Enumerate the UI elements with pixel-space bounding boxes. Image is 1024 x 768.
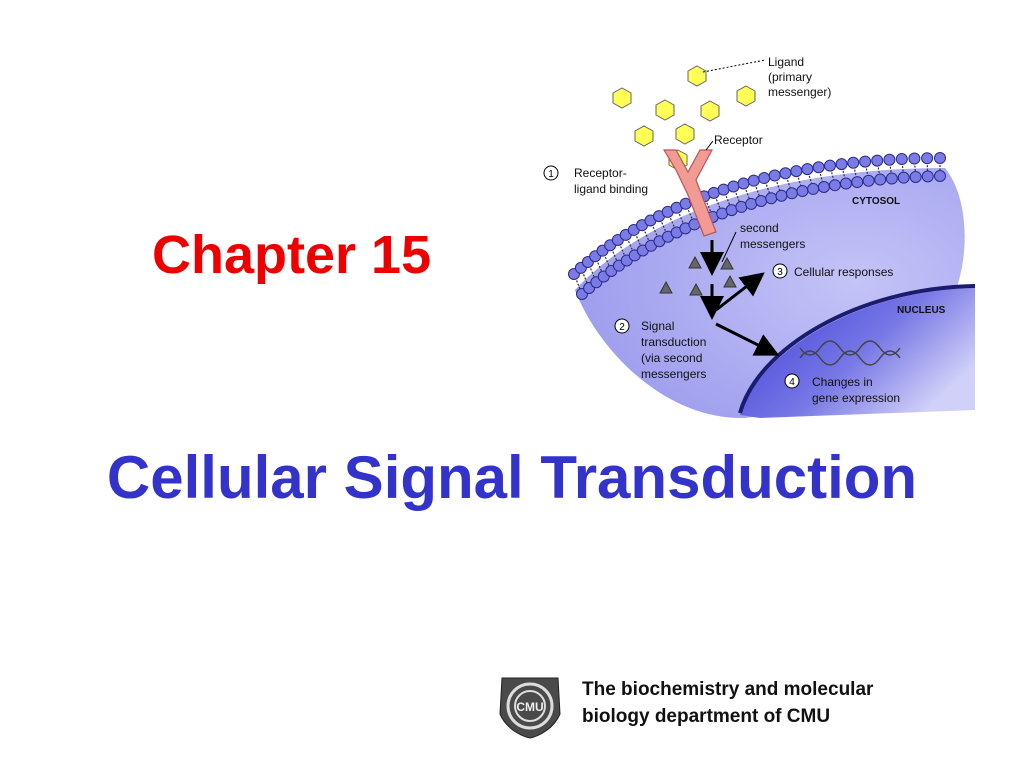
nuclear-envelope	[738, 284, 976, 414]
lipid-head	[885, 172, 898, 185]
svg-text:4: 4	[789, 377, 795, 388]
ligand-label: Ligand (primary messenger)	[768, 55, 831, 99]
lipid-head	[862, 174, 875, 187]
department-text: The biochemistry and molecular biology d…	[582, 676, 962, 730]
lipid-head	[828, 179, 841, 192]
step-3: 3 Cellular responses	[772, 263, 893, 279]
lipid-head	[909, 170, 922, 183]
ligand-group	[612, 65, 756, 171]
lipid-head	[908, 152, 921, 165]
signal-transduction-diagram: Ligand (primary messenger) Receptor CYTO…	[543, 55, 976, 419]
lipid-head	[897, 171, 910, 184]
lipid-head	[807, 182, 820, 195]
lipid-head	[859, 155, 872, 168]
lipid-head	[934, 152, 946, 164]
cytosol-label: CYTOSOL	[852, 196, 900, 207]
nucleus-label: NUCLEUS	[897, 305, 946, 316]
lipid-head	[921, 170, 934, 183]
lipid-head	[847, 156, 860, 169]
lipid-head	[817, 180, 830, 193]
second-messengers-label: second messengers	[740, 221, 805, 251]
svg-text:1: 1	[548, 169, 554, 180]
svg-text:Signal transduction: Signal transduction (via second messenge…	[641, 319, 710, 381]
arrow-4	[715, 322, 780, 356]
lipid-head	[934, 170, 946, 182]
svg-text:2: 2	[619, 322, 625, 333]
chapter-heading: Chapter 15	[152, 225, 432, 285]
receptor-icon	[662, 149, 717, 237]
lipid-head	[758, 172, 771, 185]
lipid-head	[883, 153, 896, 166]
lipid-head	[796, 185, 809, 198]
svg-text:3: 3	[777, 267, 783, 278]
nucleus-region	[740, 288, 975, 418]
lipid-head	[745, 197, 758, 210]
lipid-head	[801, 163, 814, 176]
lipid-head	[785, 187, 798, 200]
lipid-head	[775, 189, 788, 202]
lipid-head	[871, 154, 884, 167]
arrow-3	[715, 272, 765, 312]
second-messenger-group	[659, 255, 737, 296]
slide-title: Cellular Signal Transduction	[106, 444, 918, 511]
lipid-head	[851, 176, 864, 189]
lipid-head	[765, 192, 778, 205]
plasma-membrane	[568, 152, 946, 300]
lipid-head	[747, 174, 760, 187]
department-line-2: biology department of CMU	[582, 706, 831, 727]
step-4: 4 Changes in gene expression	[784, 373, 900, 405]
lipid-head	[835, 158, 848, 171]
lipid-head	[812, 161, 825, 174]
svg-text:Changes in gene expressi: Changes in gene expression	[812, 375, 900, 405]
lipid-head	[717, 183, 730, 196]
lipid-head	[895, 153, 908, 166]
lipid-head	[823, 159, 836, 172]
dna-icon	[799, 340, 901, 366]
step-2: 2 Signal transduction (via second messen…	[614, 318, 710, 381]
lipid-head	[737, 177, 750, 190]
lipid-head	[727, 180, 740, 193]
receptor-label: Receptor	[714, 133, 763, 147]
lipid-head	[874, 173, 887, 186]
svg-text:CMU: CMU	[516, 700, 543, 714]
lipid-head	[768, 169, 781, 182]
lipid-head	[921, 152, 934, 165]
step-1: 1 Receptor- ligand binding	[543, 165, 648, 196]
lipid-head	[755, 195, 768, 208]
lipid-head	[735, 200, 748, 213]
svg-text:Cellular responses: Cellular responses	[794, 265, 893, 279]
department-line-1: The biochemistry and molecular	[582, 679, 874, 700]
lipid-head	[790, 165, 803, 178]
lipid-head	[779, 167, 792, 180]
lipid-head	[839, 177, 852, 190]
cmu-logo: CMU	[499, 677, 561, 739]
svg-text:Receptor- ligand binding: Receptor- ligand binding	[574, 166, 648, 196]
